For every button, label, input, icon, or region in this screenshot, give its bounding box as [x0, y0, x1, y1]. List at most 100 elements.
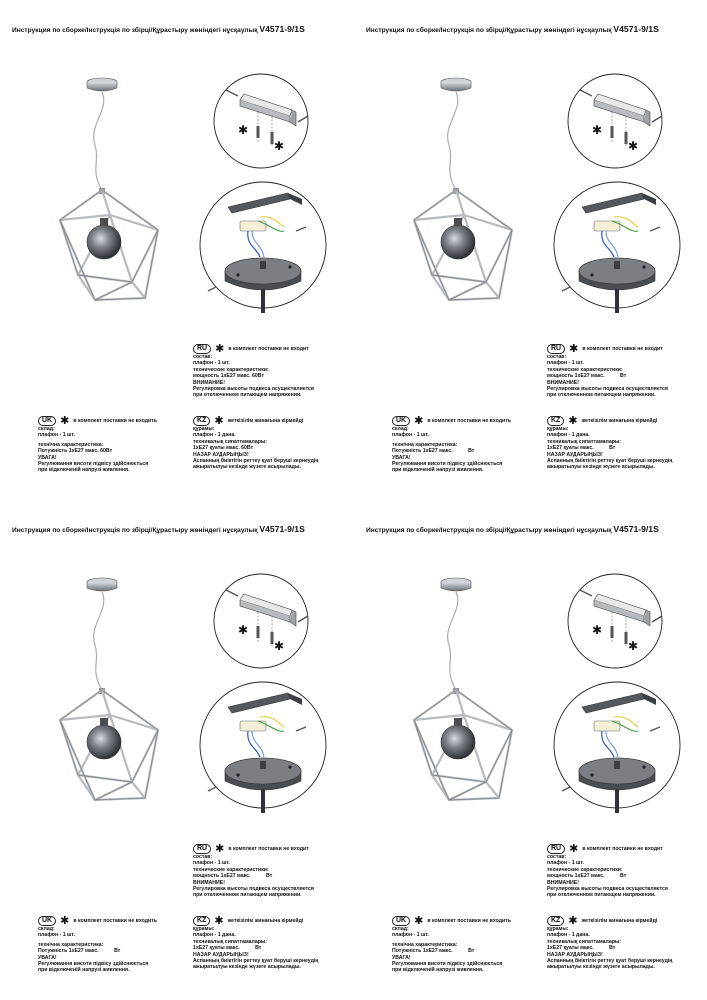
- kz-specs-label: техникалық сипаттамалары:: [193, 938, 268, 945]
- kz-warning-title: НАЗАР АУДАРЫҢЫЗ!: [193, 951, 249, 958]
- pendant-lamp-illustration: [412, 577, 514, 802]
- kz-warning-line1: Аспанның биіктігін реттеу қуат беруші ке…: [547, 458, 673, 465]
- ru-power-line: мощность 1хЕ27 макс. Вт: [547, 373, 668, 379]
- kz-star-note: жеткізілім жинағына кірмейді: [227, 917, 304, 924]
- kz-composition-item: плафон - 1 дана.: [547, 932, 590, 939]
- svg-text:✱: ✱: [628, 139, 638, 153]
- svg-text:✱: ✱: [592, 623, 602, 637]
- kz-power-unit: Вт: [255, 945, 262, 952]
- uk-composition-item: плафон - 1 шт.: [38, 432, 75, 439]
- star-icon: ✱: [569, 843, 579, 855]
- uk-warning-line2: при відключеній напрузі живлення.: [392, 467, 484, 474]
- pendant-lamp-illustration: [58, 577, 160, 802]
- ru-composition-label: состав:: [547, 854, 567, 860]
- svg-text:✱: ✱: [592, 123, 602, 137]
- ceiling-bracket-diagram: ✱ ✱: [567, 73, 663, 169]
- star-icon: ✱: [568, 415, 578, 427]
- uk-section: UK ✱ в комплект поставки не входить скла…: [392, 416, 511, 474]
- kz-language-tag: KZ: [193, 916, 211, 926]
- star-icon: ✱: [414, 915, 424, 927]
- kz-power-line: 1хЕ27 қуаты макс. 60Вт: [193, 445, 318, 451]
- uk-star-note: в комплект поставки не входить: [427, 417, 511, 424]
- ru-power-label: мощность 1хЕ27 макс.: [193, 373, 251, 380]
- uk-warning-line1: Регулювання висоти підвісу здійснюється: [38, 461, 149, 468]
- kz-warning-title: НАЗАР АУДАРЫҢЫЗ!: [547, 451, 603, 458]
- uk-power-line: Потужність 1хЕ27 макс. 60Вт: [38, 448, 157, 454]
- kz-power-unit: Вт: [609, 445, 616, 452]
- uk-composition-label: склад:: [392, 426, 409, 432]
- ru-warning-line1: Регулировка высоты подвеса осуществляетс…: [547, 886, 668, 893]
- uk-composition-item: плафон - 1 шт.: [392, 932, 429, 939]
- kz-language-tag: KZ: [547, 416, 565, 426]
- uk-warning-title: УВАГА!: [392, 454, 411, 461]
- kz-power-line: 1хЕ27 қуаты макс. Вт: [547, 445, 672, 451]
- ru-power-unit: Вт: [257, 373, 265, 380]
- uk-star-note: в комплект поставки не входить: [73, 917, 157, 924]
- star-icon: ✱: [568, 915, 578, 927]
- svg-text:✱: ✱: [238, 123, 248, 137]
- ru-star-note: в комплект поставки не входит: [228, 845, 309, 852]
- kz-warning-line1: Аспанның биіктігін реттеу қуат беруші ке…: [193, 458, 319, 465]
- ru-composition-item: плафон - 1 шт.: [547, 860, 584, 867]
- kz-composition-item: плафон - 1 дана.: [547, 432, 590, 439]
- ru-warning-title: ВНИМАНИЕ!: [547, 379, 579, 386]
- uk-power-line: Потужність 1хЕ27 макс. Вт: [392, 448, 511, 454]
- uk-language-tag: UK: [38, 416, 57, 426]
- kz-section: KZ ✱ жеткізілім жинағына кірмейді құрамы…: [547, 416, 672, 471]
- kz-warning-title: НАЗАР АУДАРЫҢЫЗ!: [547, 951, 603, 958]
- ru-specs-label: технические характеристики:: [547, 866, 623, 873]
- instruction-title: Инструкция по сборке/Інструкція по збірц…: [366, 524, 659, 534]
- uk-power-line: Потужність 1хЕ27 макс. Вт: [38, 948, 157, 954]
- uk-power-label: Потужність 1хЕ27 макс.: [392, 948, 453, 955]
- kz-composition-label: құрамы:: [547, 426, 569, 432]
- kz-specs-label: техникалық сипаттамалары:: [193, 438, 268, 445]
- uk-warning-title: УВАГА!: [38, 954, 57, 961]
- wiring-diagram: [553, 181, 681, 313]
- title-text: Инструкция по сборке/Інструкція по збірц…: [366, 527, 612, 534]
- kz-warning-line2: ажыратылуы кезінде жүзеге асырылады.: [193, 464, 301, 471]
- kz-section: KZ ✱ жеткізілім жинағына кірмейді құрамы…: [193, 416, 318, 471]
- ru-power-unit: Вт: [620, 373, 627, 380]
- kz-star-note: жеткізілім жинағына кірмейді: [581, 917, 658, 924]
- kz-star-note: жеткізілім жинағына кірмейді: [581, 417, 658, 424]
- kz-warning-line1: Аспанның биіктігін реттеу қуат беруші ке…: [193, 958, 319, 965]
- ru-star-note: в комплект поставки не входит: [582, 345, 663, 352]
- uk-warning-line1: Регулювання висоти підвісу здійснюється: [392, 961, 503, 968]
- uk-section: UK ✱ в комплект поставки не входить скла…: [38, 916, 157, 974]
- kz-specs-label: техникалық сипаттамалары:: [547, 938, 622, 945]
- uk-power-label: Потужність 1хЕ27 макс.: [38, 948, 99, 955]
- wiring-diagram: [553, 681, 681, 813]
- ru-warning-title: ВНИМАНИЕ!: [193, 879, 225, 886]
- kz-warning-line2: ажыратылуы кезінде жүзеге асырылады.: [547, 964, 655, 971]
- uk-section: UK ✱ в комплект поставки не входить скла…: [392, 916, 511, 974]
- ru-language-tag: RU: [193, 344, 212, 354]
- ru-warning-title: ВНИМАНИЕ!: [193, 379, 225, 386]
- uk-specs-label: технічна характеристика:: [392, 941, 458, 948]
- uk-composition-item: плафон - 1 шт.: [38, 932, 75, 939]
- kz-warning-line1: Аспанның биіктігін реттеу қуат беруші ке…: [547, 958, 673, 965]
- pendant-lamp-illustration: [412, 77, 514, 302]
- ru-composition-item: плафон - 1 шт.: [193, 860, 230, 867]
- kz-star-note: жеткізілім жинағына кірмейді: [227, 417, 304, 424]
- instruction-panel-4: Инструкция по сборке/Інструкція по збірц…: [354, 500, 707, 1000]
- uk-warning-line1: Регулювання висоти підвісу здійснюється: [38, 961, 149, 968]
- instruction-panel-1: Инструкция по сборке/Інструкція по збірц…: [0, 0, 353, 500]
- uk-composition-label: склад:: [392, 926, 409, 932]
- uk-specs-label: технічна характеристика:: [392, 441, 458, 448]
- ru-power-label: мощность 1хЕ27 макс.: [547, 373, 605, 380]
- kz-specs-label: техникалық сипаттамалары:: [547, 438, 622, 445]
- ru-composition-label: состав:: [547, 354, 567, 360]
- uk-power-unit: Вт: [114, 948, 121, 955]
- svg-text:✱: ✱: [274, 139, 284, 153]
- kz-composition-label: құрамы:: [193, 426, 215, 432]
- uk-warning-line2: при відключеній напрузі живлення.: [38, 967, 130, 974]
- ru-composition-label: состав:: [193, 354, 213, 360]
- uk-specs-label: технічна характеристика:: [38, 941, 104, 948]
- ru-star-note: в комплект поставки не входит: [582, 845, 663, 852]
- uk-star-note: в комплект поставки не входить: [73, 417, 157, 424]
- kz-section: KZ ✱ жеткізілім жинағына кірмейді құрамы…: [193, 916, 318, 971]
- star-icon: ✱: [60, 915, 70, 927]
- model-code: V4571-9/1S: [613, 524, 659, 534]
- title-text: Инструкция по сборке/Інструкція по збірц…: [366, 27, 612, 34]
- kz-warning-line2: ажыратылуы кезінде жүзеге асырылады.: [547, 464, 655, 471]
